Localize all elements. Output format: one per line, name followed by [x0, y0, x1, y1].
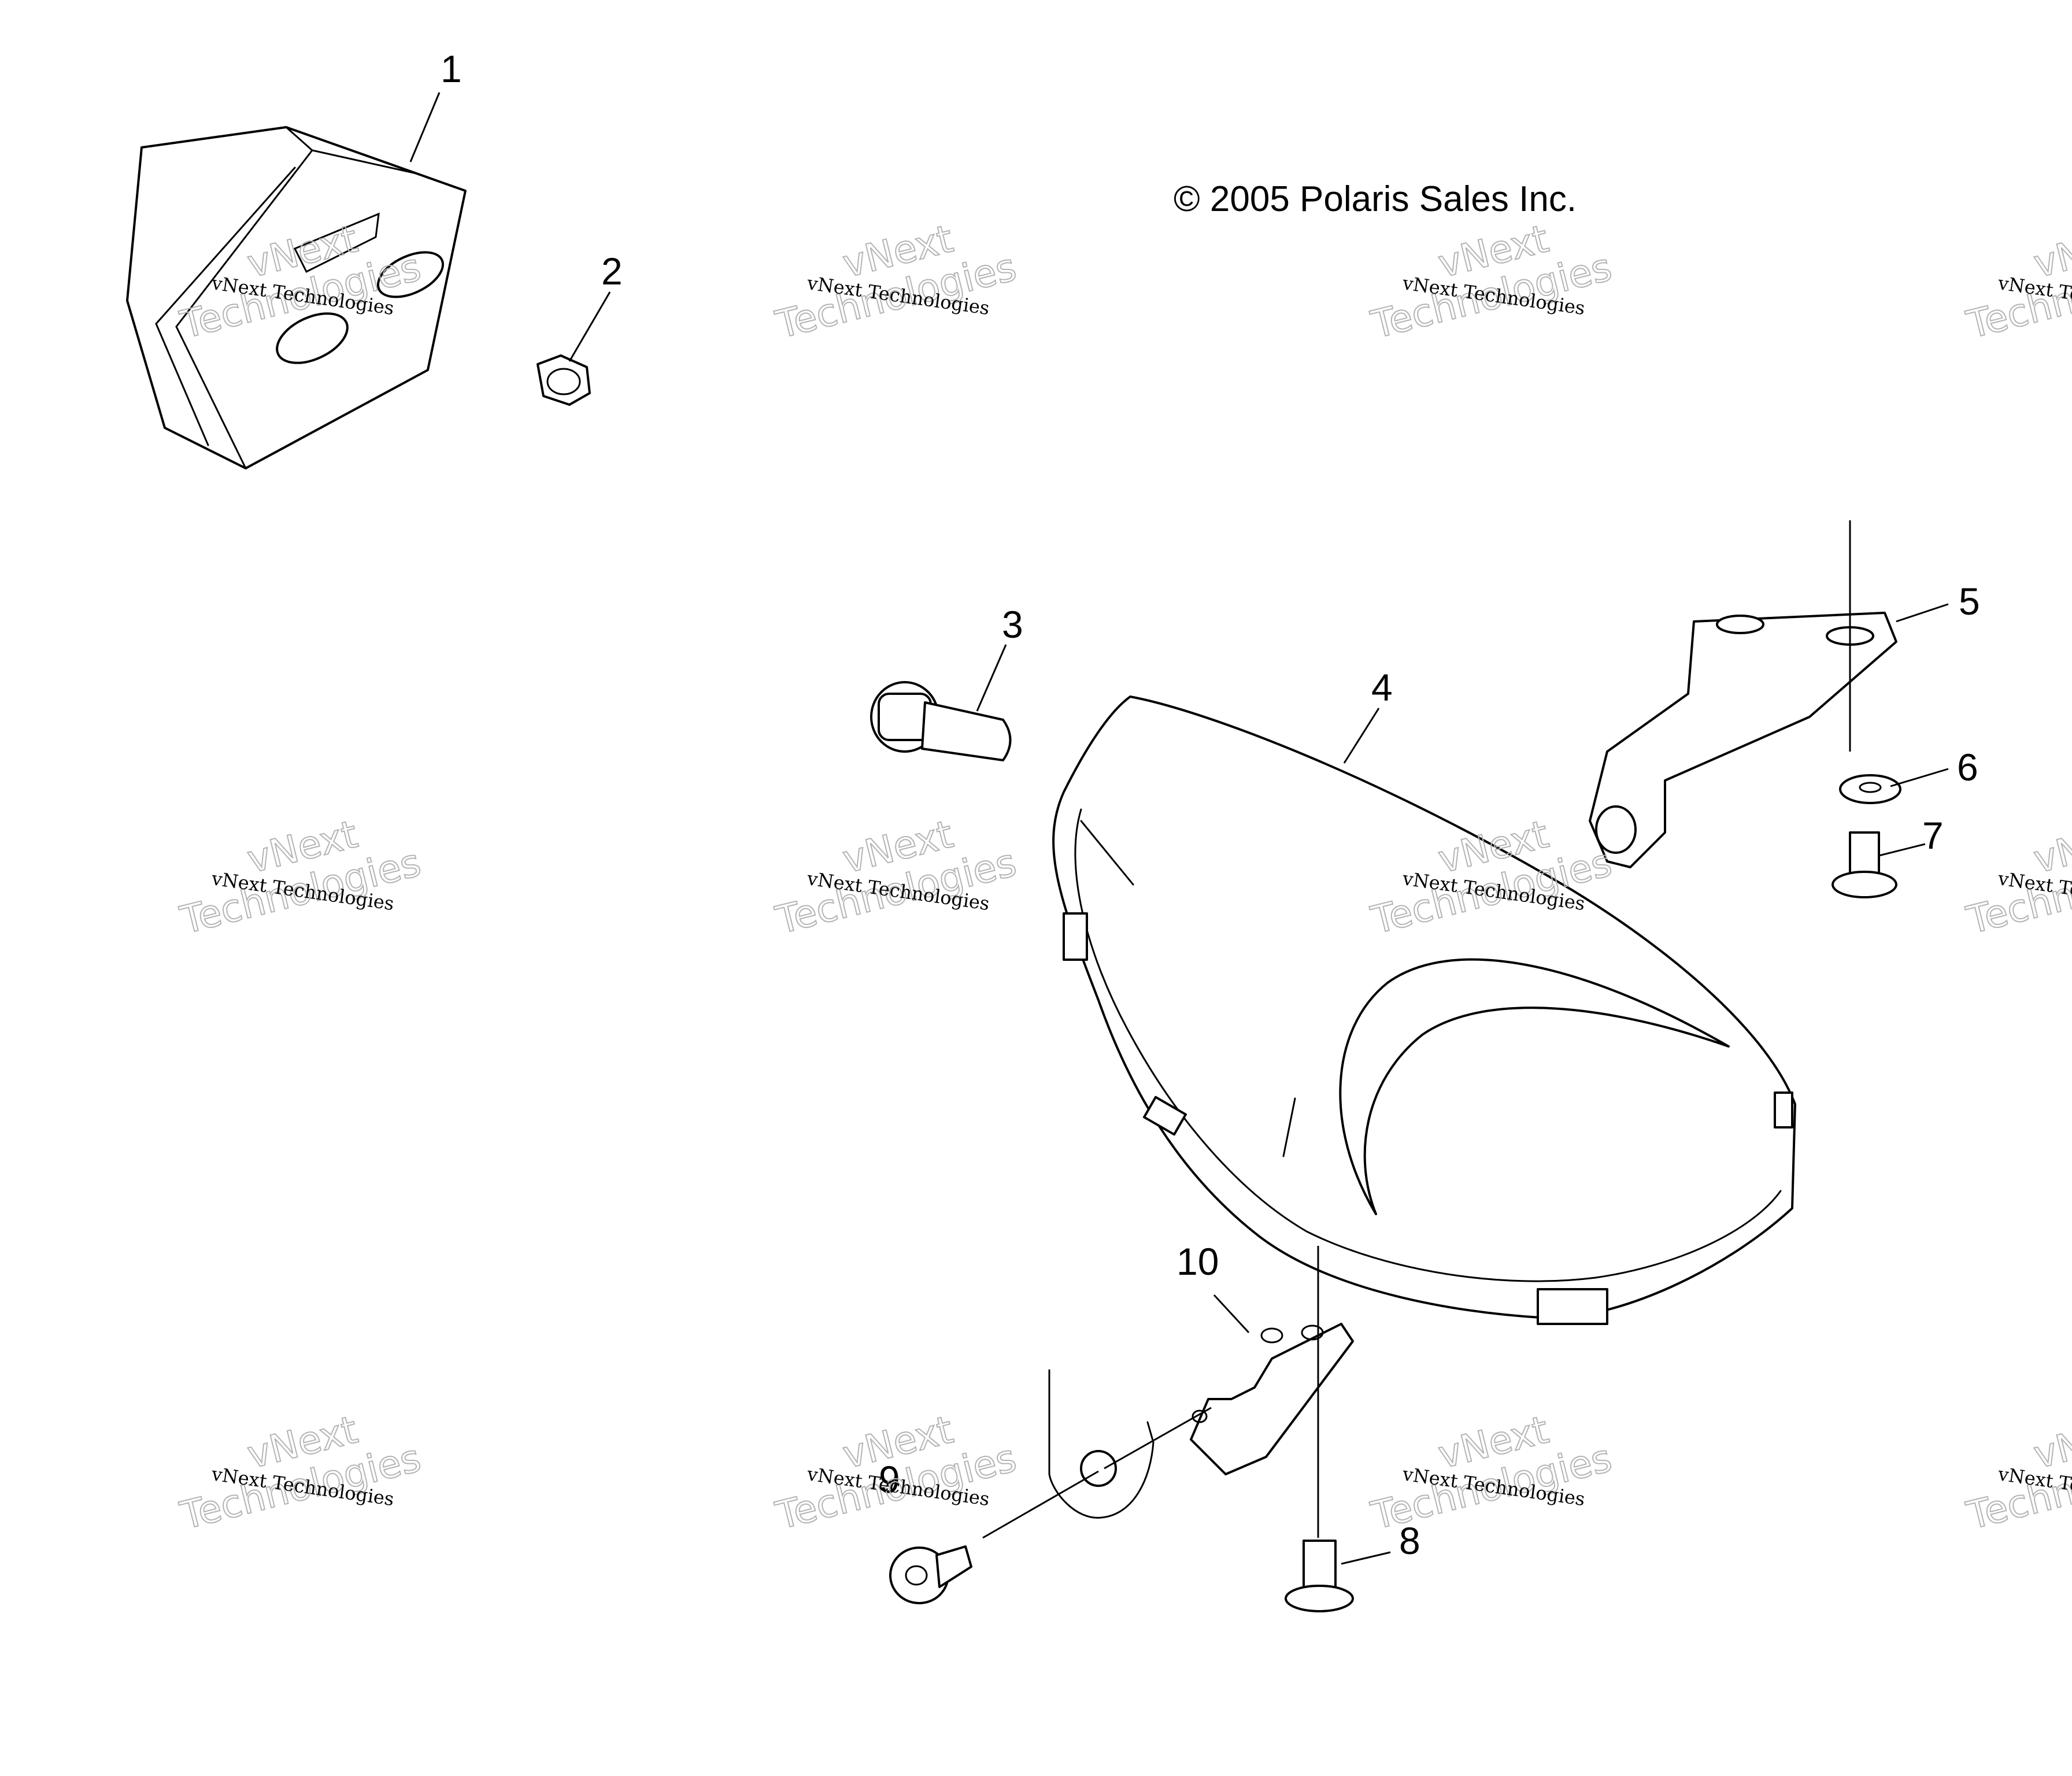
watermark-tile: vNext Technologies vNext Technologies	[1366, 1407, 1616, 1539]
svg-text:vNext: vNext	[2029, 812, 2072, 882]
svg-text:vNext: vNext	[2029, 216, 2072, 286]
watermark-tile: vNext Technologies vNext Technologies	[1366, 216, 1616, 348]
callout-7: 7	[1922, 814, 1944, 857]
callouts: 1 2 3 4 5 6 7 8 9 10	[441, 47, 1980, 1562]
part-8-screw	[1285, 1540, 1354, 1612]
watermark-tile: vNext Technologies vNext Technologies	[175, 811, 426, 944]
part-1-box	[126, 126, 467, 469]
callout-4: 4	[1371, 666, 1393, 709]
watermark-tile: vNext Technologies vNext Technologies	[1962, 1407, 2072, 1539]
frame-piece	[1048, 1369, 1155, 1519]
part-2-nut	[536, 354, 591, 406]
watermark-tile: vNext Technologies vNext Technologies	[175, 1407, 426, 1539]
callout-9: 9	[879, 1458, 900, 1501]
watermark-tile: vNext Technologies vNext Technologies	[175, 216, 426, 348]
copyright-text: © 2005 Polaris Sales Inc.	[1174, 179, 1577, 219]
callout-1: 1	[441, 47, 462, 90]
callout-3: 3	[1002, 603, 1023, 646]
part-6-washer	[1839, 774, 1901, 804]
part-10-bracket	[1190, 1323, 1354, 1475]
leader-lines	[409, 92, 1949, 1565]
watermark-tile: vNext Technologies vNext Technologies	[771, 1407, 1021, 1539]
watermark-tile: vNext Technologies vNext Technologies	[1962, 811, 2072, 944]
part-4-housing	[1052, 695, 1796, 1325]
callout-5: 5	[1959, 580, 1980, 623]
svg-text:vNext: vNext	[2029, 1407, 2072, 1477]
callout-6: 6	[1957, 746, 1978, 789]
callout-2: 2	[601, 250, 623, 293]
part-9-bolt	[889, 1545, 972, 1604]
part-7-screw	[1832, 831, 1897, 898]
watermark-tile: vNext Technologies vNext Technologies	[771, 811, 1021, 944]
part-3-bulb	[870, 681, 1012, 761]
callout-8: 8	[1399, 1519, 1420, 1562]
watermark-tile: vNext Technologies vNext Technologies	[771, 216, 1021, 348]
watermark-tile: vNext Technologies vNext Technologies	[1962, 216, 2072, 348]
part-5-bracket	[1589, 612, 1897, 868]
callout-10: 10	[1176, 1240, 1219, 1283]
